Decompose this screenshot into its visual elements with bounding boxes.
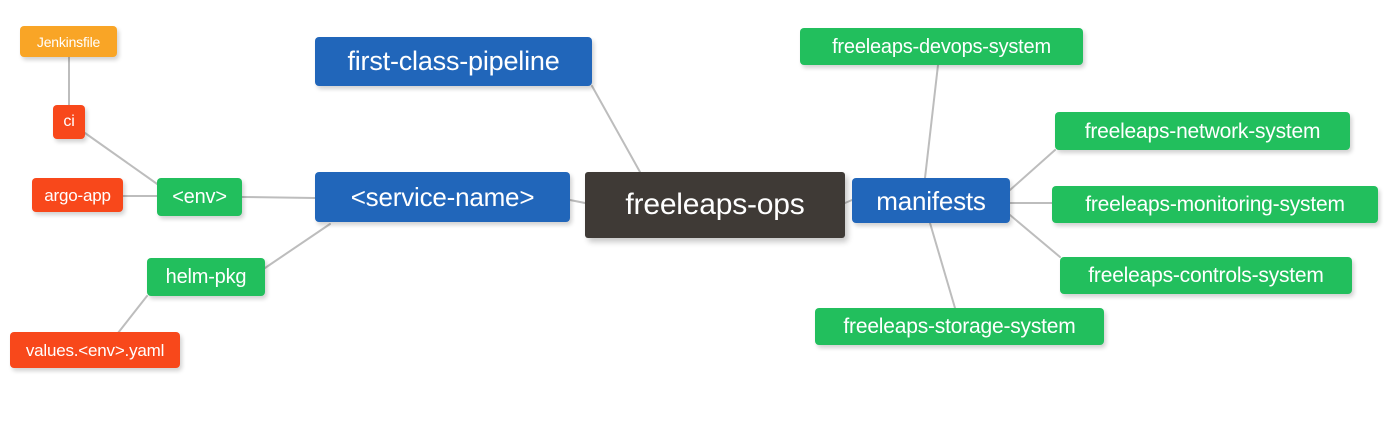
edge-freeleaps-ops-to-first-class-pipeline (591, 85, 641, 173)
edge-freeleaps-ops-to-manifests (844, 199, 853, 204)
edge-service-name-to-helm-pkg (264, 223, 331, 269)
node-label: freeleaps-devops-system (832, 35, 1051, 58)
mindmap-node-freeleaps-storage-system[interactable]: freeleaps-storage-system (815, 308, 1104, 345)
mindmap-node-values-env-yaml[interactable]: values.<env>.yaml (10, 332, 180, 368)
mindmap-node-freeleaps-ops[interactable]: freeleaps-ops (585, 172, 845, 238)
mindmap-node-freeleaps-network-system[interactable]: freeleaps-network-system (1055, 112, 1350, 150)
mindmap-node-manifests[interactable]: manifests (852, 178, 1010, 223)
node-label: values.<env>.yaml (25, 340, 165, 360)
mindmap-node-service-name[interactable]: <service-name> (315, 172, 570, 222)
edge-manifests-to-freeleaps-storage-system (929, 222, 956, 309)
edge-manifests-to-freeleaps-devops-system (924, 64, 939, 179)
mindmap-node-ci[interactable]: ci (53, 105, 85, 139)
node-label: manifests (876, 185, 986, 216)
mindmap-node-argo-app[interactable]: argo-app (32, 178, 123, 212)
node-label: freeleaps-storage-system (843, 315, 1076, 338)
mindmap-node-jenkinsfile[interactable]: Jenkinsfile (20, 26, 117, 57)
mindmap-node-env[interactable]: <env> (157, 178, 242, 216)
node-label: first-class-pipeline (347, 46, 560, 76)
mindmap-node-freeleaps-devops-system[interactable]: freeleaps-devops-system (800, 28, 1083, 65)
mindmap-node-freeleaps-monitoring-system[interactable]: freeleaps-monitoring-system (1052, 186, 1378, 223)
mindmap-node-freeleaps-controls-system[interactable]: freeleaps-controls-system (1060, 257, 1352, 294)
node-label: <service-name> (350, 182, 535, 212)
node-label: argo-app (44, 185, 111, 205)
node-label: Jenkinsfile (36, 33, 101, 50)
node-label: ci (63, 113, 75, 130)
edge-helm-pkg-to-values-env-yaml (117, 295, 148, 334)
mindmap-node-helm-pkg[interactable]: helm-pkg (147, 258, 265, 296)
mindmap-node-first-class-pipeline[interactable]: first-class-pipeline (315, 37, 592, 86)
edge-service-name-to-env (241, 196, 316, 199)
node-label: freeleaps-monitoring-system (1085, 193, 1345, 216)
node-label: freeleaps-controls-system (1088, 264, 1324, 287)
node-label: freeleaps-network-system (1084, 119, 1321, 143)
edge-freeleaps-ops-to-service-name (569, 199, 586, 204)
edge-manifests-to-freeleaps-network-system (1009, 149, 1056, 191)
node-label: helm-pkg (165, 266, 247, 288)
node-label: freeleaps-ops (625, 188, 805, 221)
node-label: <env> (172, 186, 227, 208)
